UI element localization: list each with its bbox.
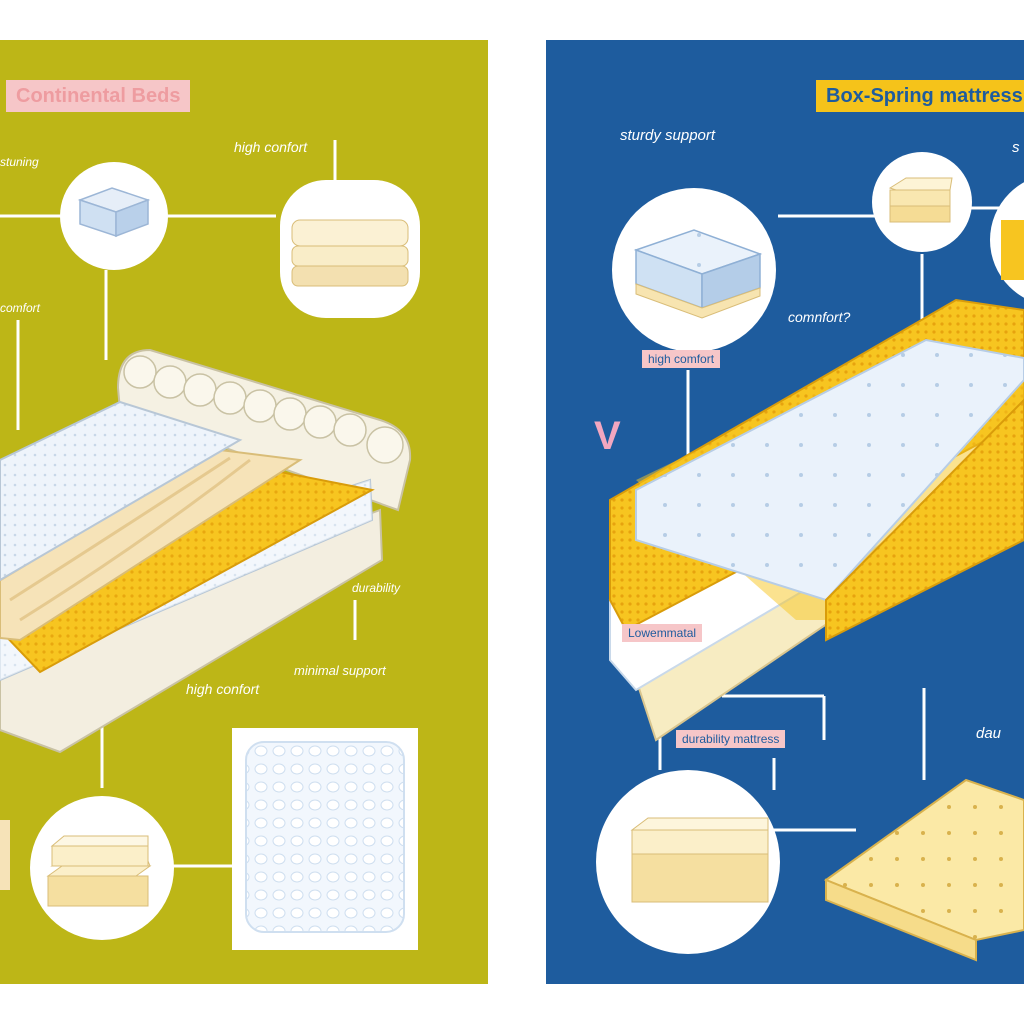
bed-illustration: [0, 348, 412, 754]
connector-lines: [0, 140, 357, 868]
topper-icon: [823, 778, 1024, 962]
label-durability: durability: [352, 581, 401, 595]
topper-icon: [0, 820, 10, 890]
label-stuning: stuning: [0, 155, 39, 169]
label-minimal-support: minimal support: [294, 663, 386, 678]
continental-illustration: [0, 40, 488, 984]
mattress-icon: [60, 162, 168, 270]
versus-letter: V: [594, 414, 621, 458]
continental-panel: Continental Beds stuning high confort co…: [0, 40, 488, 984]
label-durability-mattress: durability mattress: [676, 730, 786, 748]
bed-illustration: [608, 298, 1024, 742]
mattress-icon: [612, 188, 776, 352]
label-lowemmatal: Lowemmatal: [622, 624, 703, 642]
label-sturdy-support: sturdy support: [620, 127, 716, 144]
label-dau: dau: [976, 725, 1002, 742]
label-high-comfort-bottom: high confort: [186, 681, 260, 697]
foam-pad-icon: [30, 796, 174, 940]
label-s-edge: s: [1012, 139, 1020, 156]
label-comfort: comfort: [0, 301, 41, 315]
box-spring-panel: Box-Spring mattress sturdy support s com…: [546, 40, 1024, 984]
foam-stack-icon: [280, 180, 420, 318]
foam-stack-icon: [872, 152, 972, 252]
continental-title: Continental Beds: [6, 80, 191, 112]
label-high-comfort-top: high confort: [234, 139, 308, 155]
label-high-comfort: high comfort: [642, 350, 721, 368]
memory-foam-texture-icon: [232, 728, 418, 950]
box-spring-title: Box-Spring mattress: [816, 80, 1024, 112]
box-spring-illustration: [546, 40, 1024, 984]
label-comfort-question: comnfort?: [788, 309, 851, 325]
foam-pad-icon: [596, 770, 780, 954]
